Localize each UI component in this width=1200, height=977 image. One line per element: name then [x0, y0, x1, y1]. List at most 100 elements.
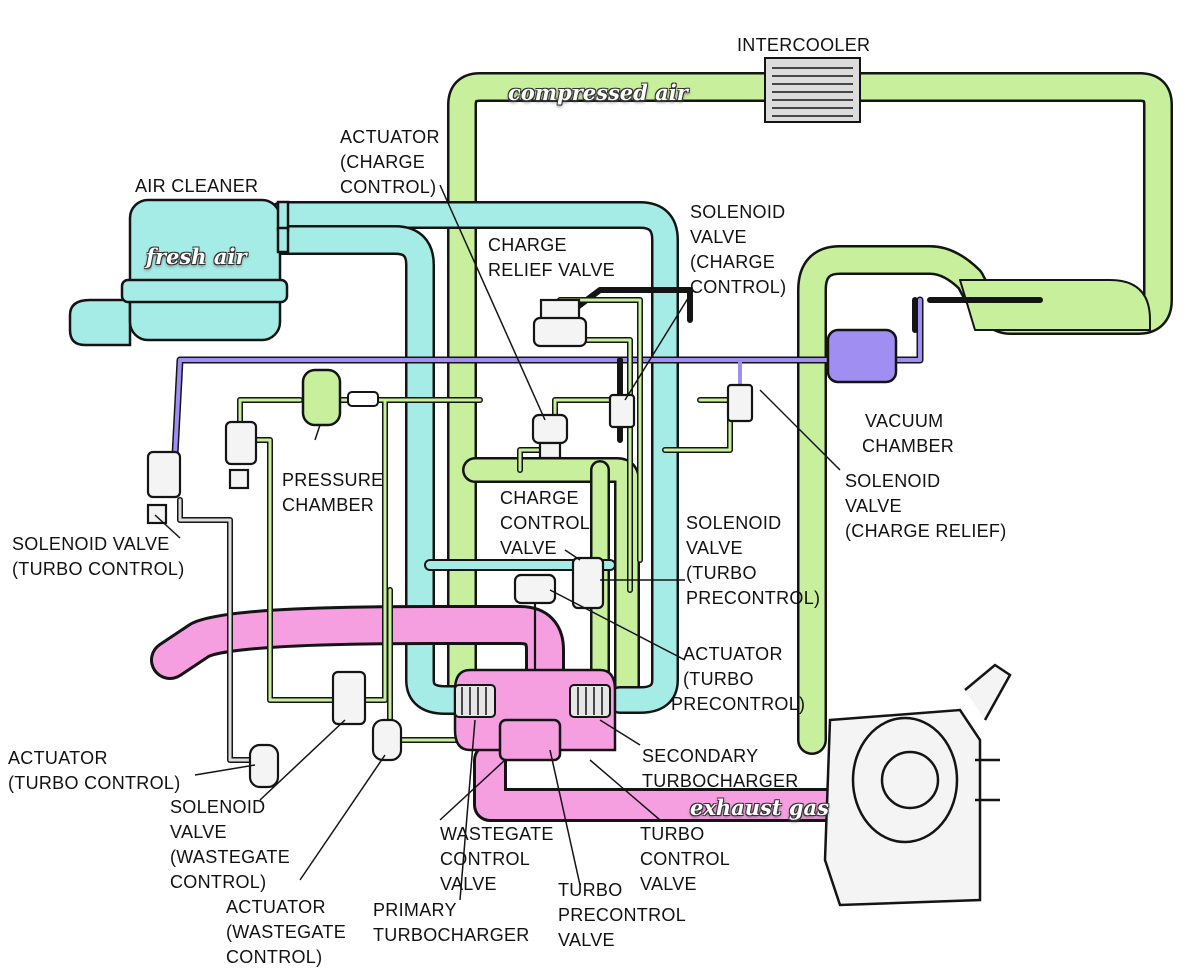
label-air-cleaner: AIR CLEANER [135, 174, 258, 199]
label-line: TURBOCHARGER [373, 925, 530, 945]
label-line: CONTROL) [340, 177, 437, 197]
label-charge-relief-valve: CHARGE RELIEF VALVE [488, 233, 615, 283]
label-line: VACUUM [865, 411, 944, 431]
label-turbo-precontrol-valve: TURBO PRECONTROL VALVE [558, 878, 686, 953]
label-secondary-turbocharger: SECONDARY TURBOCHARGER [642, 744, 799, 794]
label-line: VALVE [640, 874, 697, 894]
label-line: TURBO [558, 880, 623, 900]
compressed-air-flow-label: compressed air [508, 80, 688, 105]
label-line: (WASTEGATE [226, 922, 346, 942]
label-solenoid-valve-charge-control: SOLENOID VALVE (CHARGE CONTROL) [690, 200, 786, 300]
label-line: CONTROL [440, 849, 531, 869]
wastegate-control-solenoid [331, 670, 367, 726]
charge-control-solenoid [608, 393, 636, 429]
turbo-precontrol-solenoid [571, 556, 605, 610]
label-turbo-control-valve: TURBO CONTROL VALVE [640, 822, 730, 897]
label-line: PRIMARY [373, 900, 457, 920]
label-line: RELIEF VALVE [488, 260, 615, 280]
label-line: (CHARGE [340, 152, 426, 172]
label-primary-turbocharger: PRIMARY TURBOCHARGER [373, 898, 530, 948]
label-line: VALVE [558, 930, 615, 950]
label-line: PRECONTROL [558, 905, 687, 925]
turbochargers [453, 668, 617, 762]
charge-control-actuator [531, 413, 569, 460]
label-line: WASTEGATE [440, 824, 554, 844]
label-solenoid-valve-turbo-control: SOLENOID VALVE (TURBO CONTROL) [12, 532, 185, 582]
label-line: ACTUATOR [340, 127, 440, 147]
label-actuator-turbo-control: ACTUATOR (TURBO CONTROL) [8, 746, 181, 796]
label-line: SOLENOID [690, 202, 786, 222]
label-line: CONTROL) [226, 947, 323, 967]
label-line: CHARGE [488, 235, 567, 255]
label-line: VALVE [686, 538, 743, 558]
label-line: CHARGE [500, 488, 579, 508]
check-valve [347, 391, 379, 407]
label-charge-control-valve: CHARGE CONTROL VALVE [500, 486, 590, 561]
label-line: ACTUATOR [8, 748, 108, 768]
label-solenoid-valve-charge-relief: SOLENOID VALVE (CHARGE RELIEF) [845, 469, 1007, 544]
exhaust-outlet [476, 746, 844, 819]
fresh-air-pipe-1 [270, 203, 677, 712]
intercooler [764, 57, 861, 123]
throttle-body [959, 279, 1151, 331]
label-line: (TURBO CONTROL) [12, 559, 185, 579]
air-cleaner [68, 198, 290, 347]
label-solenoid-valve-wastegate-control: SOLENOID VALVE (WASTEGATE CONTROL) [170, 795, 290, 895]
charge-relief-solenoid [726, 383, 754, 423]
label-line: (TURBO [686, 563, 757, 583]
label-line: TURBOCHARGER [642, 771, 799, 791]
label-line: SOLENOID VALVE [12, 534, 170, 554]
label-line: SOLENOID [845, 471, 941, 491]
label-wastegate-control-valve: WASTEGATE CONTROL VALVE [440, 822, 554, 897]
label-solenoid-valve-turbo-precontrol: SOLENOID VALVE (TURBO PRECONTROL) [686, 511, 820, 611]
label-line: ACTUATOR [226, 897, 326, 917]
label-intercooler: INTERCOOLER [737, 33, 870, 58]
label-line: AIR CLEANER [135, 176, 259, 196]
label-line: VALVE [440, 874, 497, 894]
label-line: CONTROL [640, 849, 731, 869]
wastegate-actuator [371, 718, 403, 762]
label-line: CHAMBER [282, 495, 375, 515]
label-line: CONTROL) [690, 277, 787, 297]
label-actuator-turbo-precontrol: ACTUATOR (TURBO PRECONTROL) [671, 642, 805, 717]
label-line: SOLENOID [170, 797, 266, 817]
label-line: VALVE [500, 538, 557, 558]
pressure-solenoid [224, 420, 258, 490]
label-vacuum-chamber: VACUUM CHAMBER [862, 409, 955, 459]
label-line: (CHARGE [690, 252, 776, 272]
label-line: CHAMBER [862, 436, 955, 456]
label-line: PRECONTROL) [671, 694, 806, 714]
label-pressure-chamber: PRESSURE CHAMBER [282, 468, 383, 518]
charge-relief-valve [532, 298, 588, 348]
compressed-air-pipe [449, 74, 1171, 753]
exhaust-manifold [153, 608, 562, 687]
label-line: VALVE [170, 822, 227, 842]
label-actuator-wastegate-control: ACTUATOR (WASTEGATE CONTROL) [226, 895, 346, 970]
label-line: VALVE [845, 496, 902, 516]
label-line: PRECONTROL) [686, 588, 821, 608]
rotary-engine [823, 663, 1012, 907]
label-line: (CHARGE RELIEF) [845, 521, 1007, 541]
label-line: CONTROL) [170, 872, 267, 892]
label-line: VALVE [690, 227, 747, 247]
pressure-chamber [301, 368, 342, 427]
label-actuator-charge-control: ACTUATOR (CHARGE CONTROL) [340, 125, 440, 200]
turbo-control-solenoid [146, 450, 182, 525]
label-line: ACTUATOR [683, 644, 783, 664]
fresh-air-flow-label: fresh air [146, 244, 247, 269]
label-line: TURBO [640, 824, 705, 844]
label-line: (TURBO CONTROL) [8, 773, 181, 793]
label-line: (TURBO [683, 669, 754, 689]
label-line: SECONDARY [642, 746, 759, 766]
vacuum-chamber [826, 328, 898, 384]
label-line: INTERCOOLER [737, 35, 871, 55]
label-line: (WASTEGATE [170, 847, 290, 867]
turbo-control-actuator [248, 743, 280, 789]
label-line: PRESSURE [282, 470, 384, 490]
label-line: SOLENOID [686, 513, 782, 533]
fresh-air-pipe-2 [269, 227, 473, 713]
exhaust-gas-flow-label: exhaust gas [690, 795, 829, 820]
label-line: CONTROL [500, 513, 591, 533]
